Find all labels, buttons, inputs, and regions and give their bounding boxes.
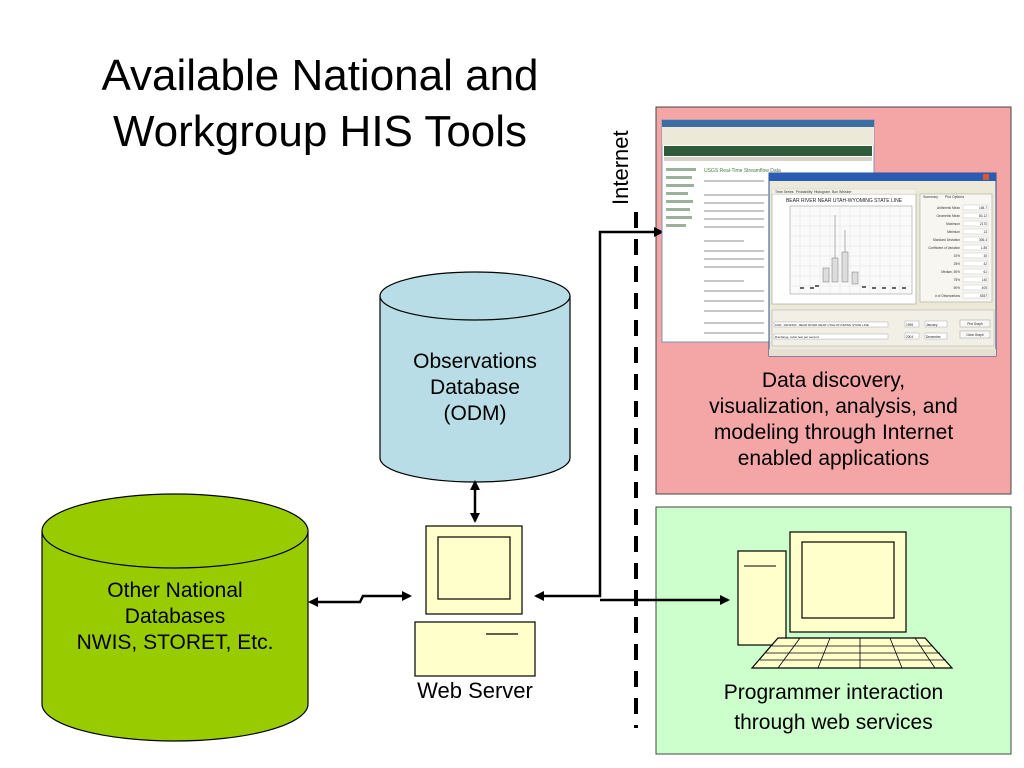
stat-value: 2170 xyxy=(980,222,987,226)
stat-value-box xyxy=(962,276,989,283)
red-line-4: enabled applications xyxy=(737,447,930,470)
odm-label-line-2: Database xyxy=(430,376,520,399)
back-window-heading: USGS Real-Time Streamflow Data xyxy=(704,168,781,174)
stat-label: Arithmetic Mean xyxy=(937,206,960,210)
stat-value: 30 xyxy=(983,254,987,258)
internet-label: Internet xyxy=(608,130,633,205)
other-db-line-2: Databases xyxy=(124,605,226,628)
end-month-select[interactable]: December xyxy=(926,335,942,339)
green-line-2: through web services xyxy=(734,711,933,734)
other-databases-cylinder xyxy=(41,493,309,742)
stat-value-box xyxy=(962,228,989,235)
plot-graph-button[interactable]: Plot Graph xyxy=(967,322,982,326)
tab-histogram[interactable]: Histogram xyxy=(814,190,830,194)
stat-value: 165.7 xyxy=(979,206,987,210)
stat-value-box xyxy=(962,284,989,291)
programmer-interaction-text: Programmer interaction through web servi… xyxy=(660,678,1007,738)
stat-label: Coefficient of Variation xyxy=(928,246,960,250)
stat-label: 10% xyxy=(954,254,961,258)
stat-value: 61 xyxy=(983,270,987,274)
summary-panel: Summary Plot Options Arithmetic Mean 165.… xyxy=(919,193,993,303)
title-line-1: Available National and xyxy=(101,51,539,100)
green-line-1: Programmer interaction xyxy=(723,681,944,704)
stat-value: 42 xyxy=(983,262,987,266)
tab-strip: Time Series Probability Histogram Box Wh… xyxy=(771,188,917,195)
stat-value: 13 xyxy=(983,230,987,234)
stat-value-box xyxy=(962,204,989,211)
stat-value: 405 xyxy=(982,286,988,290)
stat-value: 1.85 xyxy=(981,246,987,250)
other-db-line-3: NWIS, STORET, Etc. xyxy=(76,631,274,654)
odm-label-line-3: (ODM) xyxy=(443,402,507,425)
slide-title: Available National and Workgroup HIS Too… xyxy=(40,48,600,160)
red-line-1: Data discovery, xyxy=(761,369,906,392)
front-window-chart-title: BEAR RIVER NEAR UTAH-WYOMING STATE LINE xyxy=(786,198,903,204)
stat-label: 25% xyxy=(954,262,961,266)
stat-label: Geometric Mean xyxy=(936,214,960,218)
stat-value-box xyxy=(962,236,989,243)
end-year-select[interactable]: 2004 xyxy=(906,335,913,339)
stat-value-box xyxy=(962,252,989,259)
tab-time-series[interactable]: Time Series xyxy=(775,190,794,194)
stat-value: 140 xyxy=(982,278,988,282)
stat-label: Standard Deviation xyxy=(933,238,960,242)
app-screenshot-front-window: BEAR RIVER NEAR UTAH-WYOMING STATE LINE xyxy=(768,172,997,357)
odm-label: Observations Database (ODM) xyxy=(390,349,560,427)
otherdb-webserver-connector xyxy=(308,591,412,607)
red-line-2: visualization, analysis, and xyxy=(709,395,958,418)
tab-plot-options[interactable]: Plot Options xyxy=(945,195,964,199)
box-whisker-plot xyxy=(789,205,913,295)
stat-value-box xyxy=(962,220,989,227)
title-line-2: Workgroup HIS Tools xyxy=(112,107,528,156)
stat-label: Minimum xyxy=(947,230,960,234)
tab-summary[interactable]: Summary xyxy=(923,195,938,199)
stat-value: 5357 xyxy=(980,294,987,298)
stat-value-box xyxy=(962,268,989,275)
data-discovery-text: Data discovery, visualization, analysis,… xyxy=(660,368,1007,472)
programmer-computer-icon xyxy=(737,531,954,669)
stat-label: 90% xyxy=(954,286,961,290)
stat-label: # of Observations xyxy=(935,294,960,298)
stat-label: Maximum xyxy=(946,222,960,226)
webserver-internet-connector xyxy=(534,227,664,601)
query-controls: 1001: 10011500 - BEAR RIVER NEAR UTAH-WY… xyxy=(771,309,995,347)
web-server-label: Web Server xyxy=(417,678,533,703)
tab-box-whisker[interactable]: Box Whisker xyxy=(832,190,852,194)
stat-label: 75% xyxy=(954,278,961,282)
tab-probability[interactable]: Probability xyxy=(796,190,813,194)
red-line-3: modeling through Internet xyxy=(713,421,954,444)
clear-graph-button[interactable]: Clear Graph xyxy=(966,333,984,337)
stat-value: 306.4 xyxy=(979,238,987,242)
odm-label-line-1: Observations xyxy=(413,350,537,373)
other-db-line-1: Other National xyxy=(107,579,243,602)
stat-label: Median, 50% xyxy=(941,270,960,274)
start-year-select[interactable]: 1996 xyxy=(906,323,913,327)
site-select[interactable]: 1001: 10011500 - BEAR RIVER NEAR UTAH-WY… xyxy=(775,323,869,327)
stat-value-box xyxy=(962,212,989,219)
start-month-select[interactable]: January xyxy=(926,323,938,327)
stat-value-box xyxy=(962,260,989,267)
stat-value-box xyxy=(962,244,989,251)
other-databases-label: Other National Databases NWIS, STORET, E… xyxy=(42,578,308,656)
stat-value: 80.12 xyxy=(979,214,987,218)
parameter-select[interactable]: Discharge, cubic feet per second xyxy=(775,335,819,339)
stat-value-box xyxy=(962,292,989,299)
web-server-computer-icon xyxy=(414,525,536,677)
